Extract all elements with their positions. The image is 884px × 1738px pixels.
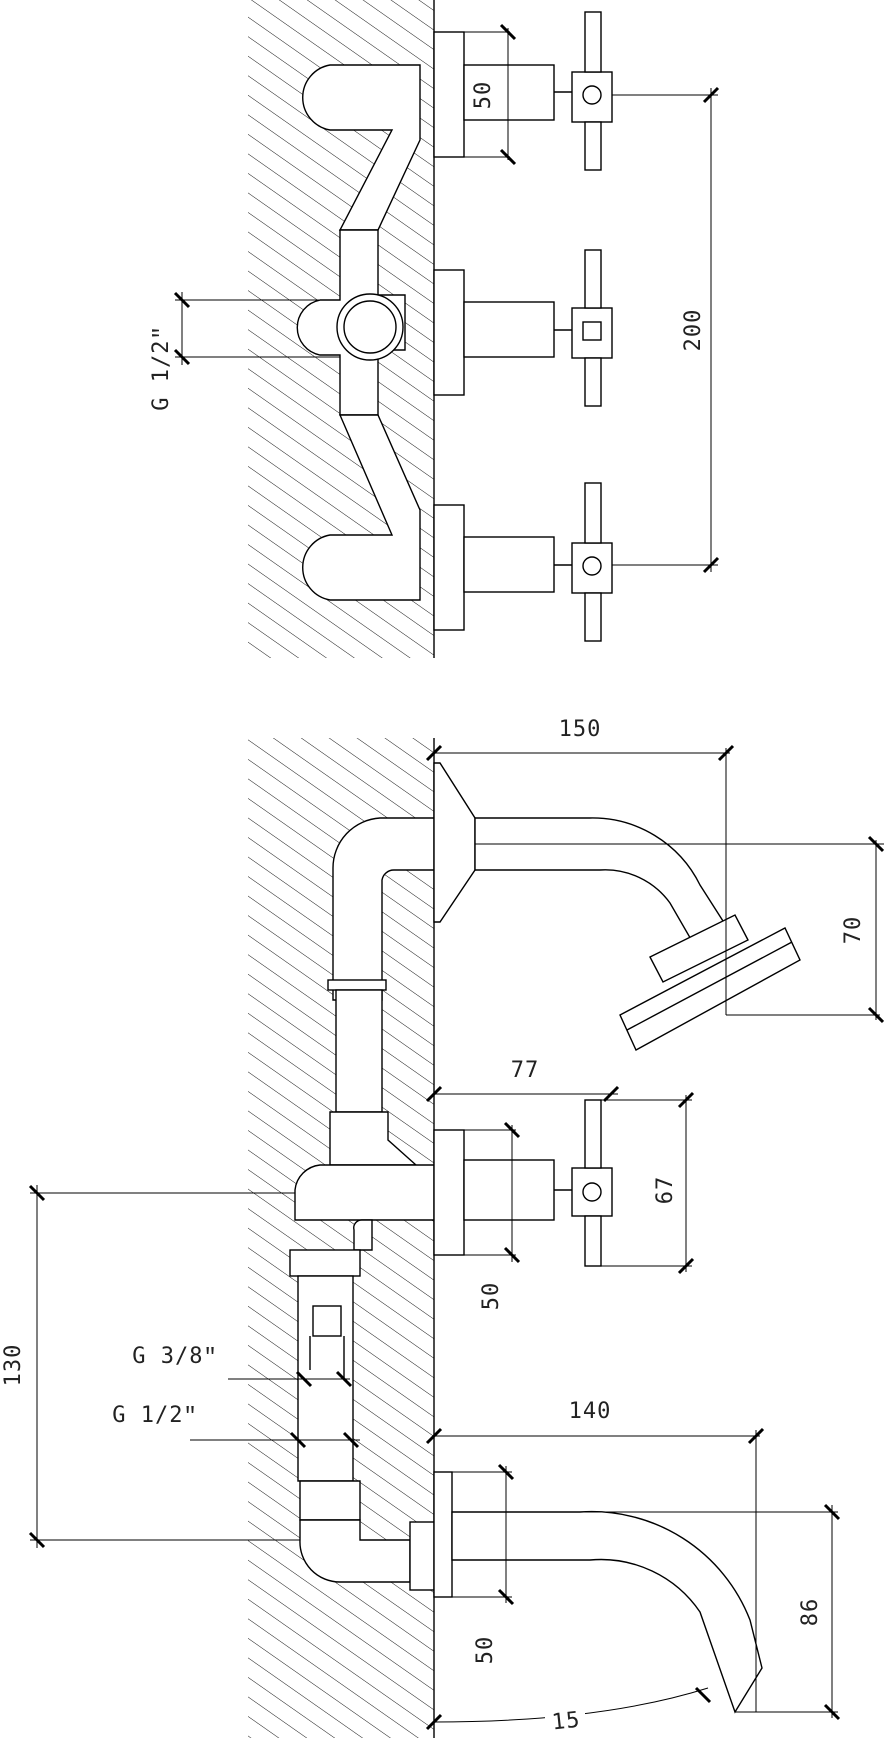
dim-130-label: 130	[1, 1344, 26, 1387]
dim-15: 15	[425, 1686, 712, 1736]
dim-77-label: 77	[511, 1058, 540, 1083]
dim-mid-50: 50	[464, 1121, 521, 1311]
dim-130: 130	[1, 1184, 300, 1549]
dim-plate-50: 50	[452, 1463, 515, 1665]
dim-67: 67	[601, 1091, 695, 1275]
spout	[433, 1471, 763, 1714]
dim-thread-1-2-label: G 1/2ʺ	[112, 1403, 197, 1428]
dim-15-label: 15	[551, 1708, 582, 1736]
dim-top-200: 200	[612, 86, 720, 574]
shower-arm	[433, 762, 801, 1051]
dim-top-thread-label: G 1/2ʺ	[149, 325, 174, 410]
dim-thread-1-2: G 1/2ʺ	[112, 1403, 360, 1449]
dim-top-200-label: 200	[681, 309, 706, 352]
dim-top-50-label: 50	[471, 81, 496, 110]
dim-150: 150	[425, 717, 735, 1015]
valve-top-1	[433, 11, 613, 171]
dim-67-label: 67	[653, 1176, 678, 1205]
dim-70: 70	[475, 835, 884, 1024]
valve-top-2	[433, 249, 613, 407]
dim-top-50: 50	[434, 23, 517, 166]
dim-70-label: 70	[841, 916, 866, 945]
top-view: 50 200 G 1/2ʺ	[149, 0, 720, 658]
dim-77: 77	[425, 1058, 620, 1103]
dim-top-thread: G 1/2ʺ	[149, 291, 340, 411]
dim-thread-3-8-label: G 3/8ʺ	[132, 1344, 217, 1369]
dim-140: 140	[425, 1399, 765, 1712]
manifold-body	[296, 64, 421, 601]
valve-mid	[433, 1099, 613, 1267]
dim-plate-50-label: 50	[473, 1636, 498, 1665]
bottom-view: 150 70 77 67	[1, 717, 884, 1738]
dim-86-label: 86	[798, 1598, 823, 1627]
dim-mid-50-label: 50	[479, 1282, 504, 1311]
dim-thread-3-8: G 3/8ʺ	[132, 1344, 353, 1388]
dim-150-label: 150	[559, 717, 602, 742]
valve-top-3	[433, 482, 613, 642]
dim-140-label: 140	[569, 1399, 612, 1424]
dim-86: 86	[580, 1503, 841, 1721]
